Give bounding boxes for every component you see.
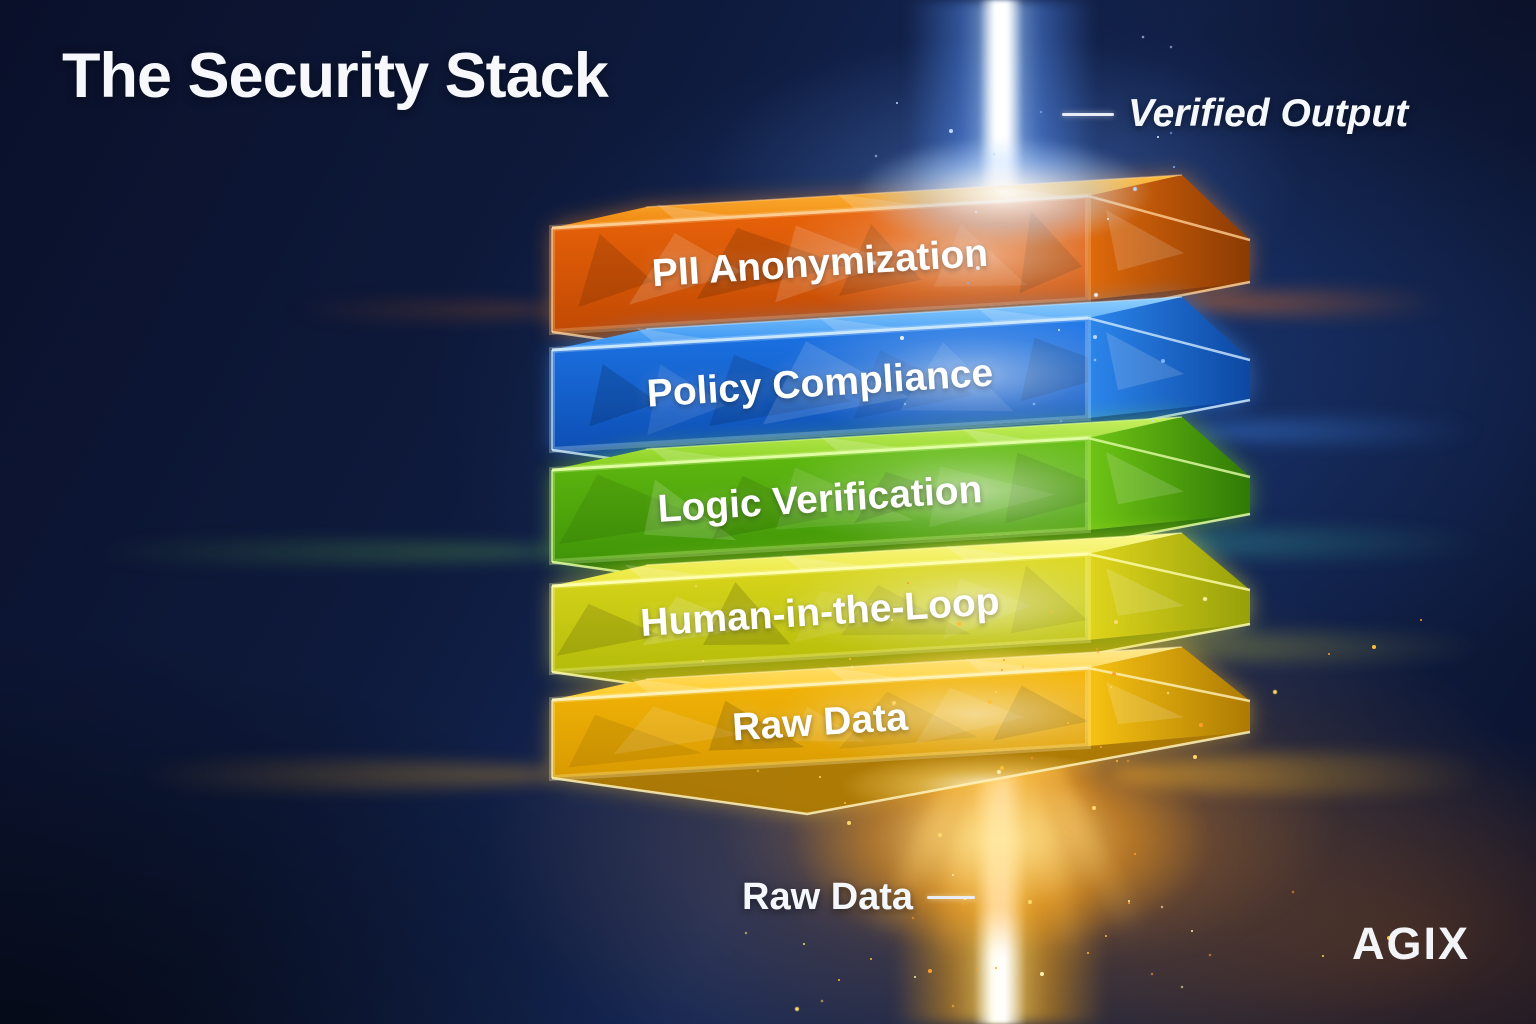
glow-streak-blue-right bbox=[1190, 418, 1530, 444]
glow-streak-gold-left bbox=[60, 760, 560, 790]
glow-streak-green-left bbox=[0, 540, 560, 564]
glow-streak-orange-left bbox=[240, 300, 560, 320]
raw-data-label: Raw Data bbox=[742, 876, 914, 918]
connector-line bbox=[927, 896, 976, 899]
glow-streak-orange-right bbox=[1180, 290, 1490, 316]
agix-logo: AGIX bbox=[1352, 918, 1471, 969]
verified-output-callout: Verified Output bbox=[1062, 92, 1408, 136]
raw-data-callout: Raw Data bbox=[742, 876, 976, 919]
connector-line bbox=[1062, 112, 1114, 116]
page-title: The Security Stack bbox=[62, 41, 609, 111]
verified-output-label: Verified Output bbox=[1128, 92, 1409, 135]
